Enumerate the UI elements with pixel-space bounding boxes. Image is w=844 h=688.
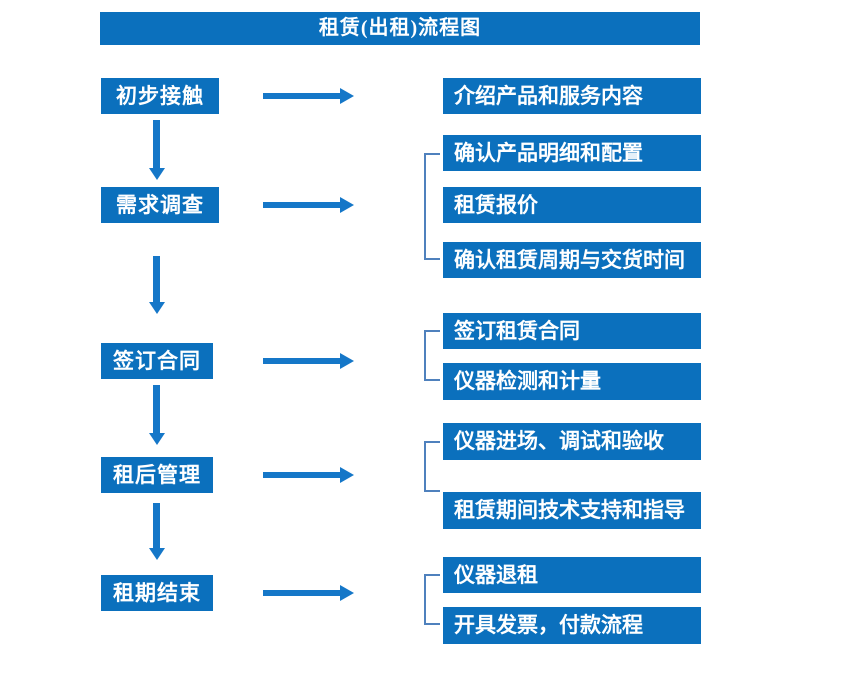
- right-arrow-icon-1: [263, 88, 354, 104]
- output-box-3-2: 仪器检测和计量: [443, 363, 701, 400]
- stage-box-post-rental-management: 租后管理: [101, 457, 213, 493]
- output-box-1-1: 介绍产品和服务内容: [443, 78, 701, 114]
- stage-box-demand-survey: 需求调查: [101, 187, 219, 223]
- down-arrow-icon-2: [149, 256, 165, 314]
- flowchart-title: 租赁(出租)流程图: [100, 12, 700, 45]
- group-bracket-icon-4: [424, 574, 440, 625]
- right-arrow-icon-3: [263, 353, 354, 369]
- output-box-5-2: 开具发票，付款流程: [443, 607, 701, 644]
- output-box-4-2: 租赁期间技术支持和指导: [443, 492, 701, 529]
- output-box-2-3: 确认租赁周期与交货时间: [443, 242, 701, 278]
- down-arrow-icon-3: [149, 385, 165, 445]
- output-box-2-1: 确认产品明细和配置: [443, 135, 701, 171]
- output-box-3-1: 签订租赁合同: [443, 313, 701, 349]
- group-bracket-icon-2: [424, 330, 440, 381]
- right-arrow-icon-5: [263, 585, 354, 601]
- stage-box-sign-contract: 签订合同: [101, 343, 213, 379]
- output-box-5-1: 仪器退租: [443, 557, 701, 593]
- down-arrow-icon-4: [149, 503, 165, 560]
- right-arrow-icon-2: [263, 197, 354, 213]
- output-box-4-1: 仪器进场、调试和验收: [443, 423, 701, 460]
- stage-box-initial-contact: 初步接触: [101, 78, 219, 114]
- right-arrow-icon-4: [263, 467, 354, 483]
- down-arrow-icon-1: [149, 120, 165, 180]
- output-box-2-2: 租赁报价: [443, 187, 701, 223]
- group-bracket-icon-3: [424, 441, 440, 492]
- stage-box-rental-end: 租期结束: [101, 575, 213, 611]
- group-bracket-icon-1: [424, 153, 440, 260]
